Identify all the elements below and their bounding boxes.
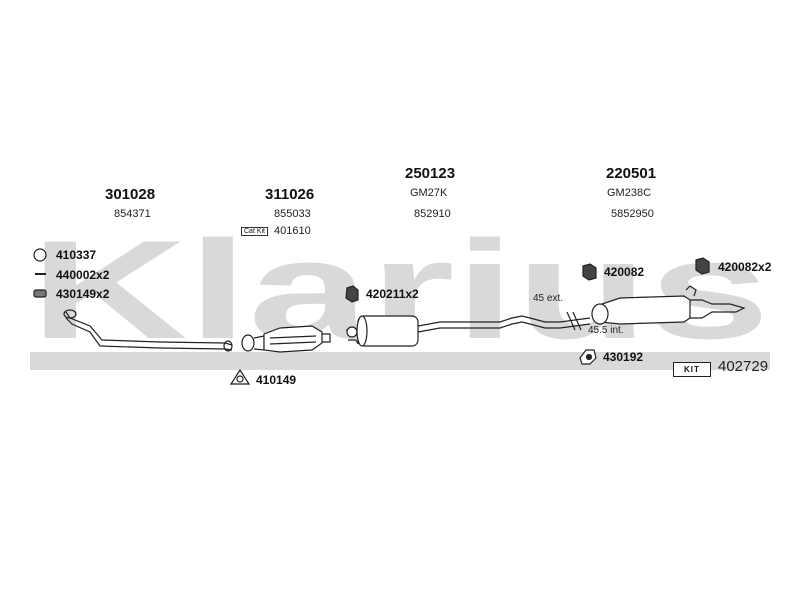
part-ref-301028: 854371	[114, 208, 151, 220]
fitting-420211: 420211x2	[366, 287, 419, 301]
fitting-410149: 410149	[256, 373, 297, 387]
clamp-icon	[345, 285, 359, 303]
annotation-ext: 45 ext.	[533, 293, 564, 304]
part-number-311026: 311026	[265, 186, 315, 203]
flange	[241, 334, 255, 352]
part-ref-250123: 852910	[414, 208, 451, 220]
catkit-ref: 401610	[274, 225, 311, 237]
clamp-icon-2	[582, 263, 597, 281]
kit-number: 402729	[718, 358, 769, 375]
part-number-220501: 220501	[606, 165, 657, 182]
front-pipe	[65, 311, 233, 346]
catalytic-converter	[263, 325, 323, 353]
part-ref-220501: 5852950	[611, 208, 654, 220]
part-code-250123: GM27K	[410, 187, 448, 199]
fitting-410337: 410337	[56, 248, 97, 262]
mid-pipe	[417, 315, 591, 327]
ring-icon	[33, 248, 47, 262]
fitting-420082x2: 420082x2	[718, 260, 772, 274]
part-number-250123: 250123	[405, 165, 456, 182]
clamp-icon-3	[695, 257, 710, 275]
part-ref-311026: 855033	[274, 208, 311, 220]
fitting-420082: 420082	[604, 265, 645, 279]
part-number-301028: 301028	[105, 186, 156, 203]
rear-silencer	[595, 295, 691, 325]
part-code-220501: GM238C	[607, 187, 652, 199]
fitting-430192: 430192	[603, 350, 644, 364]
rubber-mount-icon	[33, 289, 47, 298]
fitting-430149: 430149x2	[56, 287, 110, 301]
kit-badge: KIT	[673, 362, 711, 377]
annotation-int: 45.5 int.	[588, 325, 624, 336]
tailpipe	[690, 299, 746, 319]
fitting-440002: 440002x2	[56, 268, 110, 282]
catkit-badge: Cat Kit	[241, 227, 269, 236]
